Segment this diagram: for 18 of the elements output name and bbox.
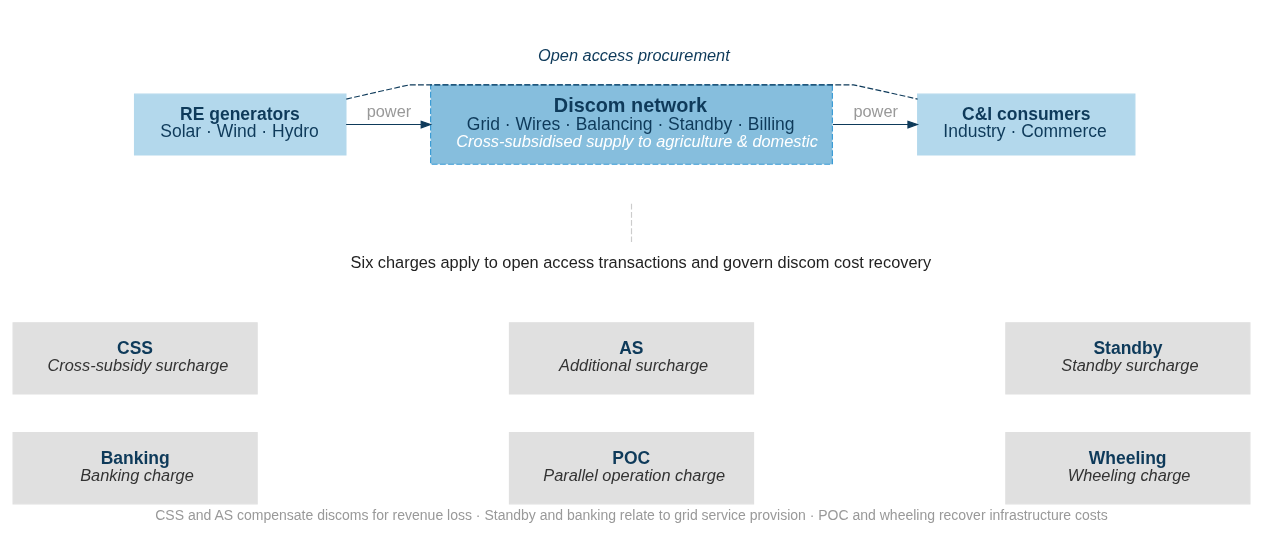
arrow: [345, 119, 433, 129]
connector: [345, 83, 919, 100]
node-box: POC Parallel operation charge: [508, 431, 755, 504]
node-box: CSS Cross-subsidy surcharge: [12, 321, 258, 395]
node-box: RE generators Solar · Wind · Hydro: [133, 93, 347, 155]
node-box: Wheeling Wheeling charge: [1005, 431, 1251, 504]
arrow: [832, 119, 920, 129]
node-box: C&I consumers Industry · Commerce: [917, 93, 1136, 155]
node-text: Six charges apply to open access transactions and govern discom cost recovery: [350, 252, 932, 271]
caption: CSS and AS compensate discoms for revenue loss · Standby and banking relate to grid service provision · POC and wheeling recover infrastructure costs: [155, 506, 1108, 523]
node-box: Banking Banking charge: [12, 431, 258, 504]
edge-label: power: [366, 101, 412, 120]
node-box: AS Additional surcharge: [508, 321, 755, 395]
edge-label: power: [853, 101, 898, 120]
edge-label: Open access procurement: [538, 45, 730, 64]
node-box: Standby Standby surcharge: [1005, 321, 1251, 395]
connector: [630, 202, 633, 243]
node-box: Discom network Grid · Wires · Balancing · Standby · Billing Cross-subsidised supply to agriculture & domestic: [430, 83, 833, 165]
